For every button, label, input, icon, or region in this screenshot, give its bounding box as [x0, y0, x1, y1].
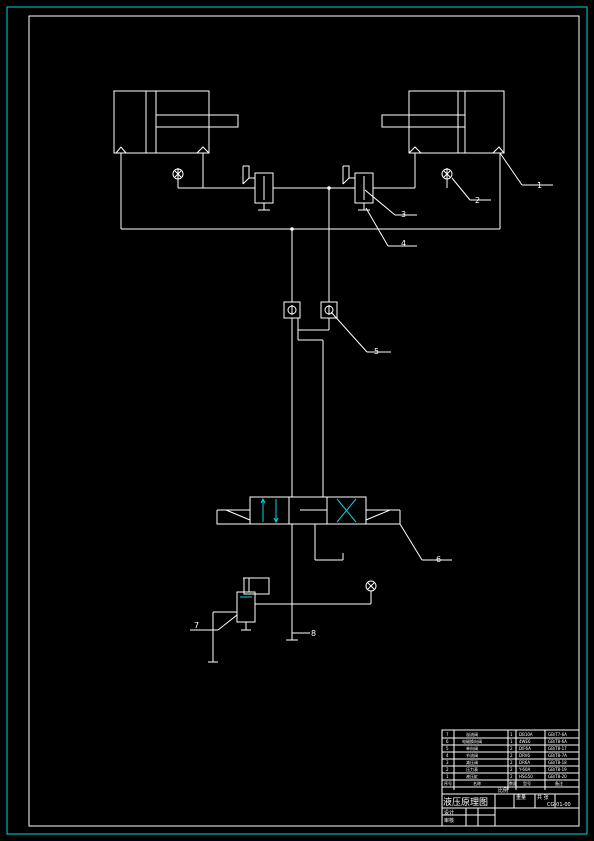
- svg-text:2: 2: [510, 753, 513, 758]
- callout-3: 3: [401, 210, 406, 219]
- svg-text:减压阀: 减压阀: [466, 759, 478, 765]
- callout-2: 2: [475, 196, 480, 205]
- svg-text:数量: 数量: [509, 780, 517, 786]
- parts-row: 3 减压阀 2 DR6A GB/T8-18: [446, 759, 567, 765]
- callout-5: 5: [374, 347, 379, 356]
- relief-valve: [208, 524, 310, 663]
- svg-text:压力表: 压力表: [466, 766, 478, 772]
- scale-label: 比例: [498, 787, 508, 794]
- pressure-gauge-right: [441, 168, 453, 188]
- svg-text:2: 2: [446, 767, 449, 772]
- svg-text:Y-60A: Y-60A: [518, 767, 531, 772]
- svg-text:备注: 备注: [555, 780, 563, 786]
- parts-list: 7 溢流阀 1 DB10A GB/T7-6A 6 电磁换向阀 1 4WE6 GB…: [444, 731, 567, 786]
- callout-1: 1: [537, 181, 542, 190]
- directional-control-valve: [216, 496, 401, 561]
- svg-text:DR6A: DR6A: [519, 760, 530, 765]
- parts-row: 1 液压缸 2 HSG50 GB/T8-20: [446, 773, 567, 779]
- pressure-gauge-left: [172, 168, 203, 189]
- parts-header-row: 序号 名称 数量 型号 备注: [444, 780, 563, 786]
- svg-text:序号: 序号: [444, 780, 452, 786]
- svg-text:液压缸: 液压缸: [466, 773, 478, 779]
- check-label: 审核: [444, 817, 454, 824]
- parts-row: 2 压力表 2 Y-60A GB/T8-19: [446, 766, 567, 772]
- check-valve-left: [283, 301, 301, 319]
- svg-text:溢流阀: 溢流阀: [466, 731, 478, 737]
- mass-label: 重量: [516, 794, 526, 801]
- svg-text:GB/T8-6A: GB/T8-6A: [548, 739, 567, 744]
- svg-text:节流阀: 节流阀: [466, 752, 478, 758]
- svg-text:GB/T8-17: GB/T8-17: [548, 746, 567, 751]
- parts-row: 5 单向阀 2 DIF6A GB/T8-17: [446, 745, 567, 751]
- right-hydraulic-cylinder: [381, 90, 505, 154]
- left-hydraulic-cylinder: [113, 90, 239, 154]
- svg-text:2: 2: [510, 774, 513, 779]
- check-valve-piping: [291, 318, 330, 497]
- parts-row: 6 电磁换向阀 1 4WE6 GB/T8-6A: [446, 738, 567, 744]
- main-piping: [120, 153, 501, 302]
- svg-text:GB/T8-19: GB/T8-19: [548, 767, 567, 772]
- svg-text:电磁换向阀: 电磁换向阀: [462, 738, 482, 744]
- title-block: [441, 729, 580, 827]
- svg-text:5: 5: [446, 746, 449, 751]
- svg-text:GB/T8-7A: GB/T8-7A: [548, 753, 567, 758]
- svg-text:2: 2: [510, 767, 513, 772]
- outer-border: [6, 6, 588, 835]
- svg-text:型号: 型号: [523, 780, 531, 786]
- callout-4: 4: [401, 239, 406, 248]
- svg-text:1: 1: [510, 732, 513, 737]
- svg-text:HSG50: HSG50: [519, 774, 533, 779]
- leader-lines: [190, 152, 553, 631]
- callout-8: 8: [311, 629, 316, 638]
- callout-7: 7: [194, 621, 199, 630]
- svg-text:6: 6: [446, 739, 449, 744]
- svg-text:GB/T8-18: GB/T8-18: [548, 760, 567, 765]
- reducing-valve-right: [342, 165, 374, 211]
- svg-text:DB10A: DB10A: [519, 732, 533, 737]
- svg-text:GB/T8-20: GB/T8-20: [548, 774, 567, 779]
- pressure-gauge-supply: [292, 580, 377, 605]
- svg-text:3: 3: [446, 760, 449, 765]
- reducing-valve-left: [242, 165, 274, 211]
- parts-row: 4 节流阀 2 DRV6 GB/T8-7A: [446, 752, 567, 758]
- svg-text:DIF6A: DIF6A: [519, 746, 531, 751]
- design-label: 设计: [444, 809, 454, 816]
- svg-text:GB/T7-6A: GB/T7-6A: [548, 732, 567, 737]
- drawing-title: 液压原理图: [443, 796, 488, 808]
- callout-6: 6: [436, 555, 441, 564]
- svg-text:4: 4: [446, 753, 449, 758]
- sheet-label: 共 张: [537, 794, 549, 801]
- inner-border: [28, 15, 580, 827]
- svg-text:7: 7: [446, 732, 449, 737]
- svg-text:1: 1: [446, 774, 449, 779]
- svg-text:4WE6: 4WE6: [519, 739, 531, 744]
- parts-row: 7 溢流阀 1 DB10A GB/T7-6A: [446, 731, 567, 737]
- svg-text:2: 2: [510, 760, 513, 765]
- svg-text:单向阀: 单向阀: [466, 745, 478, 751]
- svg-text:DRV6: DRV6: [519, 753, 530, 758]
- svg-text:名称: 名称: [473, 780, 481, 786]
- drawing-number: CG-01-00: [547, 802, 571, 808]
- svg-text:2: 2: [510, 746, 513, 751]
- svg-text:1: 1: [510, 739, 513, 744]
